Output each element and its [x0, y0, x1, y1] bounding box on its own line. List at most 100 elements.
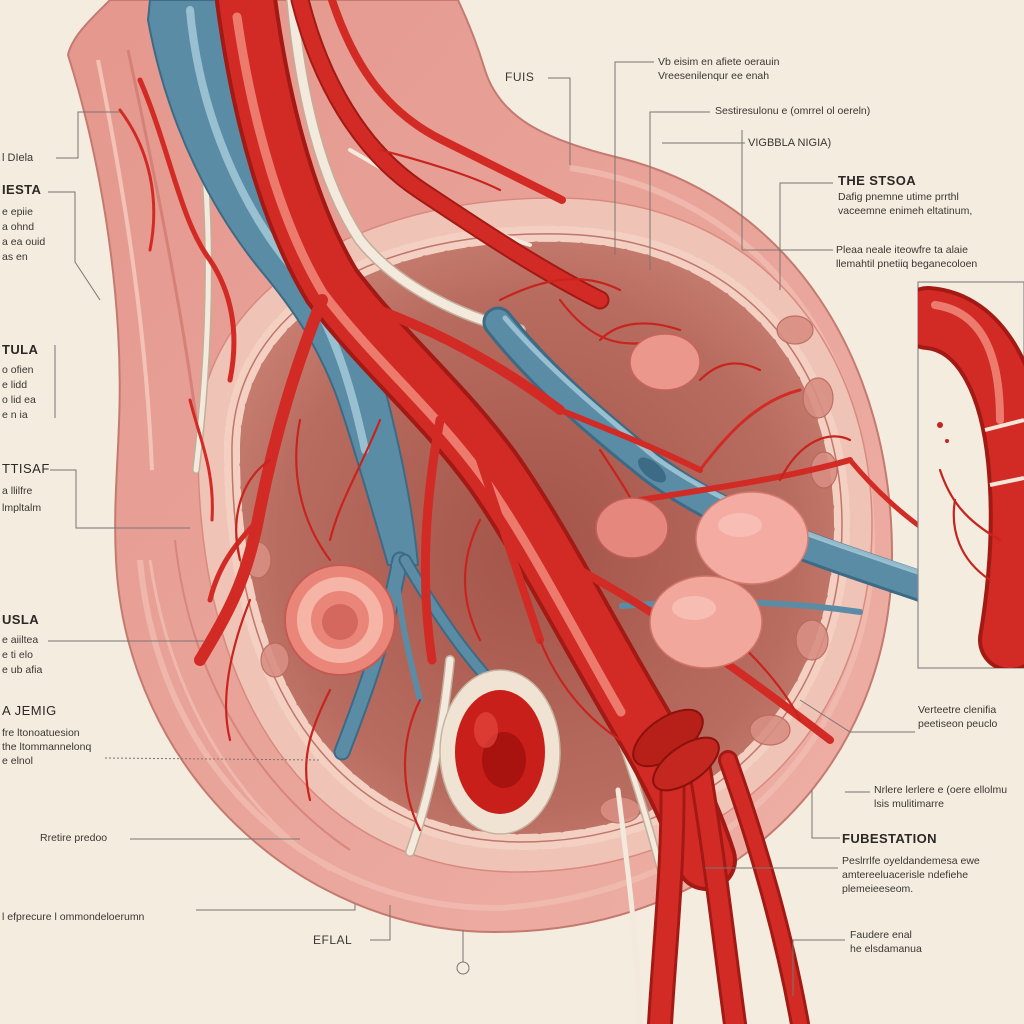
label-heading: TULA [2, 342, 39, 357]
label-faudere: Faudere enal he elsdamanua [850, 928, 922, 956]
label-line: e epiie [2, 206, 33, 218]
nerve [406, 656, 454, 856]
label-heading: THE STSOA [838, 173, 916, 188]
label-line: Nrlere lerlere e (oere ellolmu [874, 784, 1008, 796]
label-line: Vreesenilenqur ee enah [658, 70, 770, 82]
artery-branch [557, 407, 703, 473]
label-heading: IESTA [2, 182, 42, 197]
label-line: o lid ea [2, 394, 36, 406]
artery-branch [207, 517, 261, 603]
tissue-pocket [795, 619, 829, 661]
label-line: Vb eisim en afiete oerauin [658, 56, 780, 68]
leader-line [48, 191, 101, 301]
leader-line [811, 790, 840, 839]
wall-artery [118, 108, 156, 252]
label-top-note: Vb eisim en afiete oerauin Vreesenilenqu… [658, 55, 779, 83]
tissue-pocket [802, 377, 834, 419]
label-rretire: Rretire predoo [40, 832, 108, 844]
papilla-highlight [474, 712, 498, 748]
artery-branch [345, 295, 565, 415]
nerve [287, 0, 525, 335]
papilla-center [482, 732, 526, 788]
label-line: fre ltonoatuesion [2, 727, 80, 739]
tissue-nodule [629, 333, 701, 391]
label-line: he elsdamanua [850, 943, 922, 955]
tissue-pocket [260, 642, 290, 678]
label-tula: TULA o ofien e lidd o lid ea e n ia [2, 341, 38, 423]
leader-line [614, 61, 654, 255]
label-line: plemeieeseom. [842, 883, 914, 895]
label-diela: l DIela [2, 152, 34, 164]
label-fubestation: FUBESTATION Peslrrlfe oyeldandemesa ewe … [842, 830, 980, 896]
tube-wall-stripe-1 [96, 59, 154, 471]
label-efprecure: l efprecure l ommondeloerumn [2, 911, 145, 923]
inset-detail [918, 286, 1024, 668]
red-blood-cell-rim [297, 577, 383, 663]
capillary [378, 148, 502, 192]
label-line: Verteetre clenifia [918, 704, 997, 716]
label-fuis: FUIS [505, 70, 535, 84]
capillary [498, 278, 622, 302]
inset-band [989, 476, 1024, 487]
capillary [295, 418, 332, 562]
label-line: Peslrrlfe oyeldandemesa ewe [842, 855, 980, 867]
inset-band [984, 418, 1024, 432]
vein-cuff [637, 457, 667, 483]
artery-branch [637, 457, 853, 503]
label-nrlere: Nrlere lerlere e (oere ellolmu lsis muli… [874, 783, 1007, 811]
label-iesta: IESTA e epiie a ohnd a ea ouid as en [2, 181, 45, 265]
capillary [403, 698, 422, 832]
artery-cuff [652, 736, 720, 792]
capillary [235, 458, 272, 562]
label-sestiresulonu: Sestiresulonu e (omrrel ol oereln) [715, 105, 871, 117]
label-line: e ub afia [2, 664, 43, 676]
label-the-stsoa: THE STSOA Dafig pnemne utime prrthl vace… [838, 172, 972, 218]
artery-branch [194, 294, 328, 666]
label-line: e n ia [2, 409, 28, 421]
label-line: llemahtil pnetiiq beganecoloen [836, 258, 978, 270]
label-line: e ti elo [2, 649, 33, 661]
vein-branch [392, 562, 423, 703]
leader-line [196, 904, 356, 911]
artery-branch [698, 388, 802, 472]
artery-branch [420, 415, 445, 665]
tissue-nodule [649, 575, 763, 669]
label-line: lsis mulitimarre [874, 798, 945, 810]
label-line: the ltommannelonq [2, 741, 92, 753]
label-heading: FUBESTATION [842, 831, 937, 846]
tissue-pocket [776, 315, 814, 345]
leader-line [370, 905, 391, 941]
blood-droplet [945, 439, 949, 443]
label-line: Dafig pnemne utime prrthl [838, 191, 959, 203]
label-line: Pleaa neale iteowfre ta alaie [836, 244, 968, 256]
label-heading: A JEMIG [2, 703, 57, 718]
leader-line [56, 111, 120, 159]
blood-droplet [937, 422, 943, 428]
label-a-jemig: A JEMIG fre ltonoatuesion the ltommannel… [2, 702, 91, 768]
wall-artery [137, 77, 237, 383]
label-line: lmpltalm [2, 502, 42, 514]
leader-line [50, 469, 190, 529]
leader-line [779, 182, 833, 290]
inset-vessel [918, 290, 1024, 668]
label-line: as en [2, 251, 28, 263]
inset-capillary [952, 498, 992, 582]
label-line: e lidd [2, 379, 28, 391]
red-blood-cell-center [322, 604, 358, 640]
inset-capillary [938, 468, 1002, 542]
inset-vessel-highlight [931, 301, 1004, 424]
leader-line [792, 939, 845, 996]
wall-artery [188, 398, 214, 522]
label-line: a ea ouid [2, 236, 46, 248]
vein-branch [335, 553, 407, 759]
label-line: o ofien [2, 364, 34, 376]
wall-stripe-3 [148, 559, 331, 872]
upper-artery [292, 0, 608, 308]
upper-artery [328, 0, 566, 204]
bottom-tube [721, 753, 807, 1024]
label-usla: USLA e aiiltea e ti elo e ub afia [2, 611, 42, 678]
nodule-highlight [718, 513, 762, 537]
leader-marker [456, 961, 470, 975]
organ-wall-band [137, 165, 876, 912]
leader-line [649, 111, 710, 270]
